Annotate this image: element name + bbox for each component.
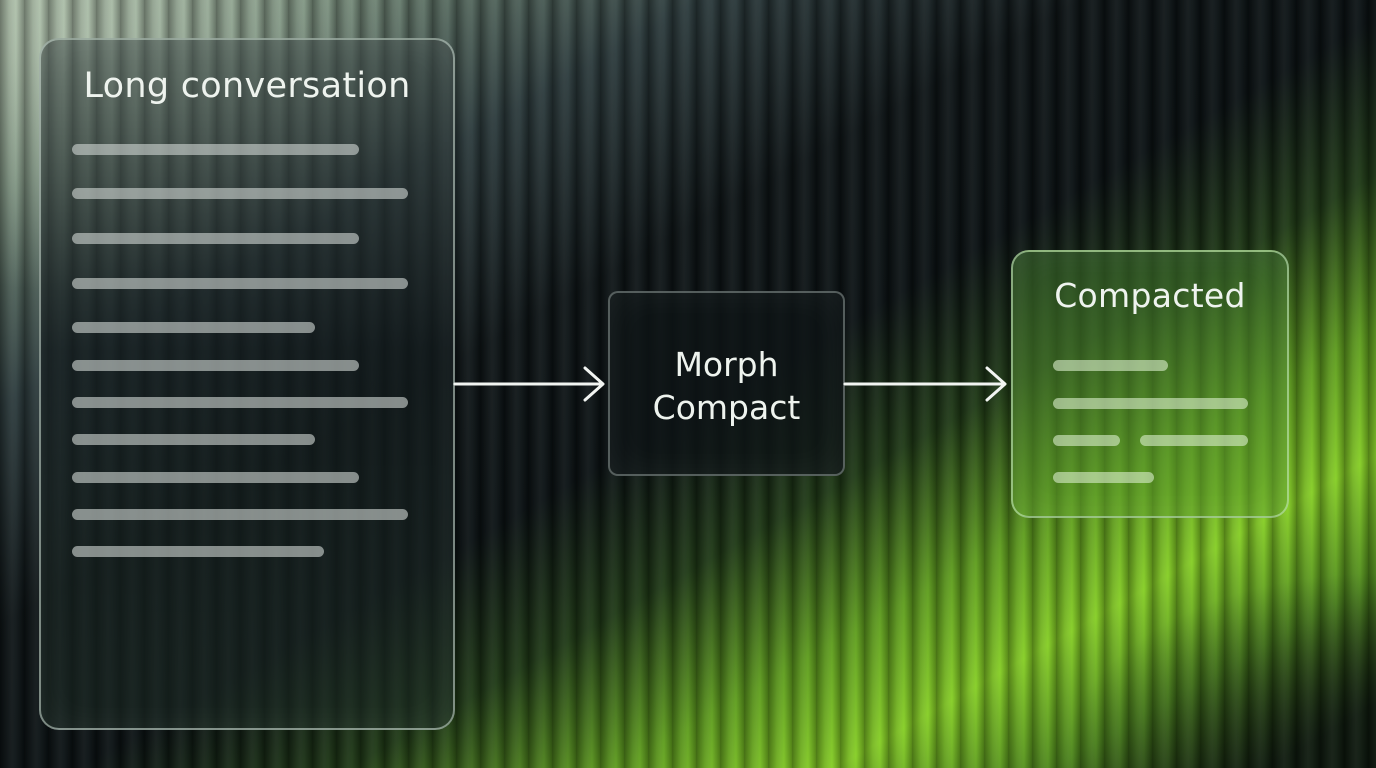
right-arrow-icon: [453, 366, 605, 402]
morph-compact-label: Morph Compact: [610, 343, 843, 429]
conversation-line: [72, 144, 359, 155]
conversation-line: [72, 233, 359, 244]
morph-compact-label-line2: Compact: [652, 388, 801, 427]
right-arrow-icon: [843, 366, 1007, 402]
conversation-line: [72, 434, 315, 445]
conversation-line: [72, 278, 408, 289]
compacted-line: [1053, 360, 1168, 371]
compacted-title: Compacted: [1054, 276, 1246, 315]
conversation-line: [72, 472, 359, 483]
compacted-line: [1053, 472, 1154, 483]
conversation-line: [72, 360, 359, 371]
compacted-line: [1053, 398, 1248, 409]
compacted-line: [1053, 435, 1120, 446]
long-conversation-title: Long conversation: [83, 66, 411, 106]
morph-compact-node: Morph Compact: [608, 291, 845, 476]
conversation-line: [72, 188, 408, 199]
compacted-panel: Compacted: [1011, 250, 1289, 518]
conversation-line: [72, 546, 324, 557]
morph-compact-label-line1: Morph: [674, 345, 779, 384]
conversation-line: [72, 509, 408, 520]
conversation-line: [72, 397, 408, 408]
compacted-line: [1140, 435, 1248, 446]
long-conversation-panel: Long conversation: [39, 38, 455, 730]
conversation-line: [72, 322, 315, 333]
